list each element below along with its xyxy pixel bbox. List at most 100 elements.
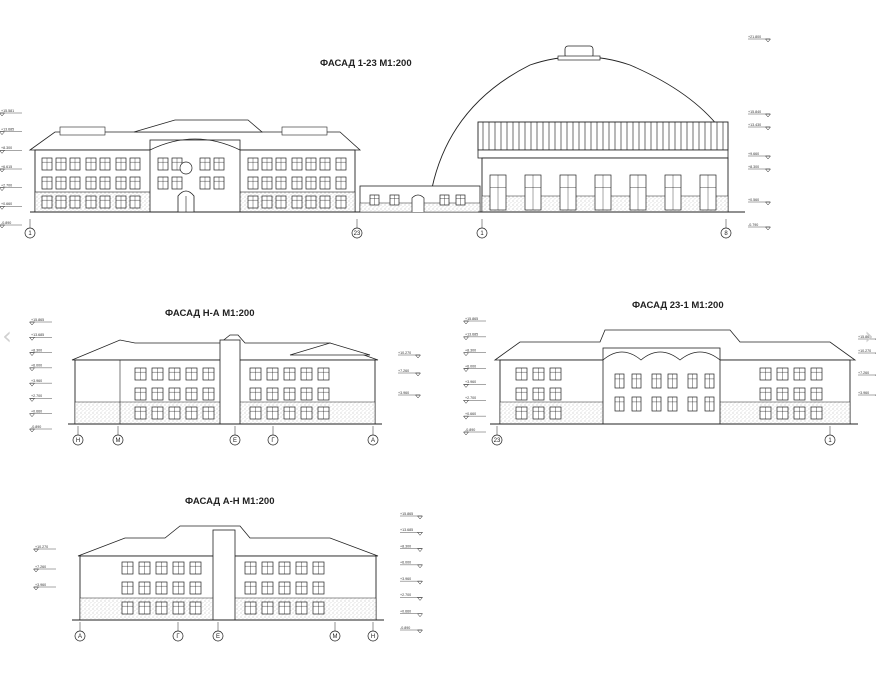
level-triangle [28,428,36,433]
level-triangle [416,548,424,552]
level-mark: +3.960 [400,577,411,581]
level-triangle [462,400,470,404]
level-mark: -0.890 [465,428,475,432]
axis-circle [367,434,379,446]
axis-circle [329,630,341,642]
level-triangle [462,352,470,357]
level-triangle [414,372,422,377]
axis-circle [112,434,124,446]
axis-label: Г [271,438,275,444]
level-marks-left: +15.865+13.685+8.300+6.000+3.960+2.700+0… [28,318,52,433]
level-mark: +3.960 [465,380,476,384]
axis-label: Н [76,438,80,444]
level-mark: -0.890 [31,425,41,429]
level-triangle [28,352,36,356]
axis-circle [72,434,84,446]
axis-label: Е [233,438,237,444]
level-triangle [28,321,36,326]
axis-label: М [333,634,338,640]
level-triangle [764,168,772,173]
axis-label: 1 [28,231,32,237]
level-triangle [764,126,772,131]
level-mark: +15.865 [400,512,413,516]
level-mark: -0.890 [400,626,410,630]
facade-title: ФАСАД 1-23 М1:200 [320,58,412,69]
level-triangle [0,112,6,117]
level-mark: +13.430 [748,123,761,127]
window-grid [515,367,823,420]
sports-hall [477,121,745,213]
level-mark: +3.960 [858,391,869,395]
window-grid [369,194,466,206]
axis-markers: 23 1 [491,426,836,446]
axis-circle [367,630,379,642]
level-mark: +13.685 [1,127,14,131]
level-mark: +8.300 [465,349,476,353]
level-mark: +6.615 [1,165,12,169]
window-grid [41,157,347,209]
level-triangle [28,382,36,387]
level-triangle [0,224,6,229]
level-mark: +7.260 [858,371,869,375]
level-marks-left: +15.581+13.685+8.300+6.615+2.700+0.660-0… [0,109,22,229]
axis-circle [476,227,488,239]
level-mark: +10.270 [398,351,411,355]
level-triangle [764,226,772,231]
axis-label: 1 [828,438,832,444]
level-mark: +0.660 [31,410,42,414]
axis-circle [351,227,363,239]
facade-title: ФАСАД 23-1 М1:200 [632,300,724,311]
axis-circle [74,630,86,642]
axis-circle [720,227,732,239]
axis-label: 1 [480,231,484,237]
facade-1-23: ФАСАД 1-23 М1:200 [0,35,772,239]
level-triangle [414,354,422,359]
window-grid [489,174,717,211]
chevron-right-icon[interactable]: › [864,322,874,350]
building-outline [68,334,382,425]
level-mark: +10.270 [35,545,48,549]
level-triangle [32,586,40,591]
level-mark: -0.890 [1,221,11,225]
level-triangle [414,394,422,399]
level-marks-right: +15.865+10.270+7.260+3.960 [858,335,876,396]
level-mark: +9.660 [748,152,759,156]
level-mark: +6.000 [465,364,476,368]
level-triangle [0,168,6,173]
axis-circle [172,630,184,642]
level-mark: +8.300 [748,165,759,169]
level-marks-right: +10.270+7.260+3.960 [398,351,422,399]
level-mark: +0.660 [465,412,476,416]
level-triangle [0,131,6,136]
level-mark: +15.865 [465,317,478,321]
level-triangle [32,568,40,573]
level-mark: +15.865 [858,335,871,339]
level-mark: +13.685 [400,528,413,532]
axis-label: 8 [724,231,728,237]
main-entrance [177,161,195,213]
axis-circle [229,434,241,446]
level-mark: -0.790 [748,223,758,227]
level-mark: +8.300 [31,348,42,352]
level-mark: +0.560 [748,198,759,202]
level-mark: +21.800 [748,35,761,39]
level-triangle [0,187,6,192]
level-triangle [416,515,424,520]
level-mark: +0.660 [1,202,12,206]
axis-label: А [78,634,82,640]
chevron-left-icon[interactable]: ‹ [2,322,12,350]
level-mark: +3.960 [31,379,42,383]
level-triangle [462,415,470,420]
axis-label: 23 [494,438,501,444]
axis-circle [24,227,36,239]
level-triangle [416,597,424,601]
level-marks-left: +15.865+13.685+8.300+6.000+3.960+2.700+0… [462,317,486,436]
level-triangle [416,580,424,585]
axis-circle [267,434,279,446]
window-grid [121,561,325,615]
